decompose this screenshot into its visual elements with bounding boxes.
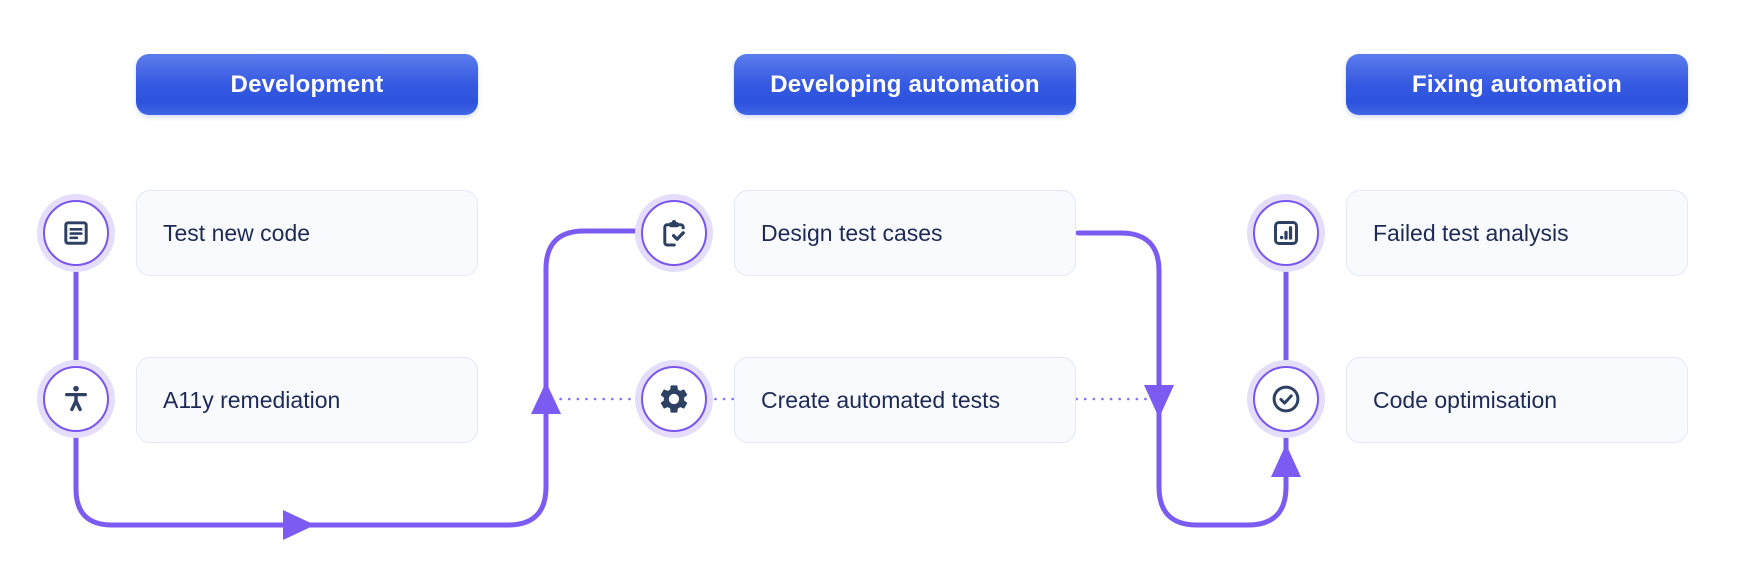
step-circle-code-optimisation	[1253, 366, 1319, 432]
step-box-design-test-cases: Design test cases	[734, 190, 1076, 276]
solid-connector-left	[73, 228, 640, 528]
step-box-a11y-remediation: A11y remediation	[136, 357, 478, 443]
step-circle-create-automated-tests	[641, 366, 707, 432]
step-circle-test-new-code	[43, 200, 109, 266]
step-box-failed-test-analysis: Failed test analysis	[1346, 190, 1688, 276]
step-label: Failed test analysis	[1373, 219, 1569, 246]
arrow-right-icon	[283, 510, 315, 540]
check-circle-icon	[1272, 385, 1300, 413]
step-label: Test new code	[163, 219, 311, 246]
analytics-icon	[1274, 221, 1298, 245]
clipboard-check-icon	[663, 219, 688, 247]
arrow-up-icon	[531, 382, 561, 414]
step-box-test-new-code: Test new code	[136, 190, 478, 276]
step-label: Create automated tests	[761, 386, 1001, 413]
step-label: Code optimisation	[1373, 386, 1558, 413]
arrow-down-icon	[1144, 385, 1174, 418]
accessibility-icon	[65, 385, 87, 412]
phase-header-fixing-automation: Fixing automation	[1346, 54, 1688, 115]
arrow-up-icon	[1271, 444, 1301, 477]
step-circle-failed-test-analysis	[1253, 200, 1319, 266]
step-circle-a11y-remediation	[43, 366, 109, 432]
step-label: Design test cases	[761, 219, 943, 246]
step-circle-design-test-cases	[641, 200, 707, 266]
solid-connector-right	[1075, 230, 1289, 528]
step-label: A11y remediation	[163, 386, 341, 413]
step-box-code-optimisation: Code optimisation	[1346, 357, 1688, 443]
phase-header-developing-automation: Developing automation	[734, 54, 1076, 115]
document-icon	[64, 221, 88, 245]
step-box-create-automated-tests: Create automated tests	[734, 357, 1076, 443]
gear-icon	[660, 385, 688, 413]
phase-header-development: Development	[136, 54, 478, 115]
